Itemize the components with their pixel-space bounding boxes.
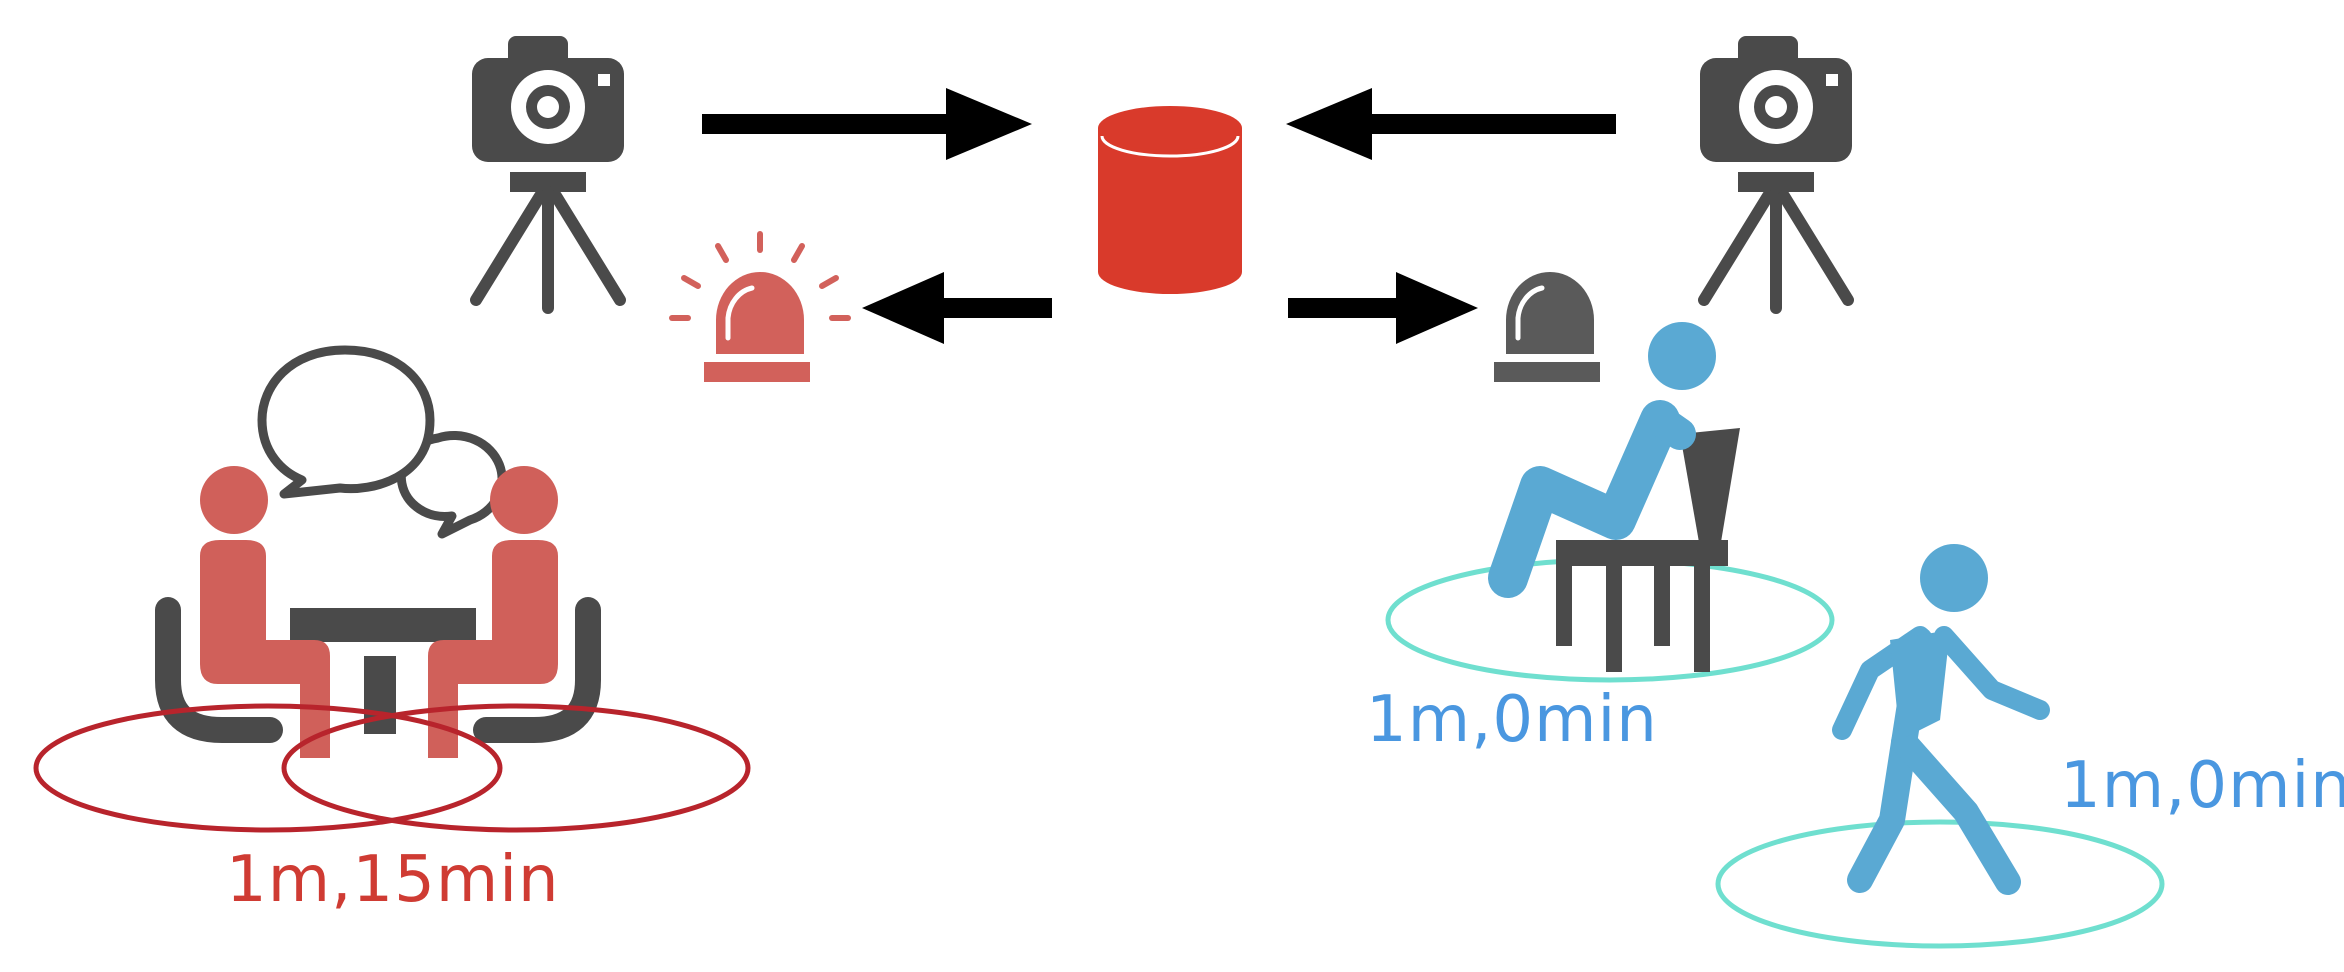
- left-person-icon: [200, 466, 330, 758]
- left-camera-icon: [470, 36, 626, 314]
- pair-range-circles: [33, 703, 751, 833]
- pair-distance-time-label: 1m,15min: [226, 843, 560, 917]
- right-tripod-icon: [1698, 186, 1854, 314]
- walking-group: [1715, 544, 2165, 949]
- left-range-circle: [33, 703, 503, 833]
- speech-bubbles-icon: [257, 345, 507, 539]
- sitting-group: [1385, 322, 1835, 683]
- right-person-icon: [428, 466, 558, 758]
- arrow-right-camera-to-database: [1286, 88, 1616, 160]
- right-camera-icon: [1698, 36, 1854, 314]
- red-siren-icon: [669, 231, 851, 382]
- right-chair-icon: [473, 597, 601, 743]
- table-icon: [290, 608, 476, 642]
- walking-distance-time-label: 1m,0min: [2060, 749, 2344, 823]
- database-icon: [1098, 106, 1242, 294]
- siren-rays-icon: [669, 231, 851, 321]
- arrow-database-to-gray-alarm: [1288, 272, 1478, 344]
- arrow-left-camera-to-database: [702, 88, 1032, 160]
- sitting-distance-time-label: 1m,0min: [1366, 683, 1658, 757]
- walking-person-icon: [1832, 544, 2050, 895]
- people-at-table-icon: [155, 466, 601, 758]
- walking-range-circle: [1715, 819, 2165, 949]
- sitting-person-icon: [1488, 322, 1716, 598]
- left-chair-icon: [155, 597, 283, 743]
- right-range-circle: [281, 703, 751, 833]
- chair-icon: [1556, 428, 1740, 672]
- gray-siren-icon: [1494, 272, 1600, 382]
- left-tripod-icon: [470, 186, 626, 314]
- arrow-database-to-red-alarm: [862, 272, 1052, 344]
